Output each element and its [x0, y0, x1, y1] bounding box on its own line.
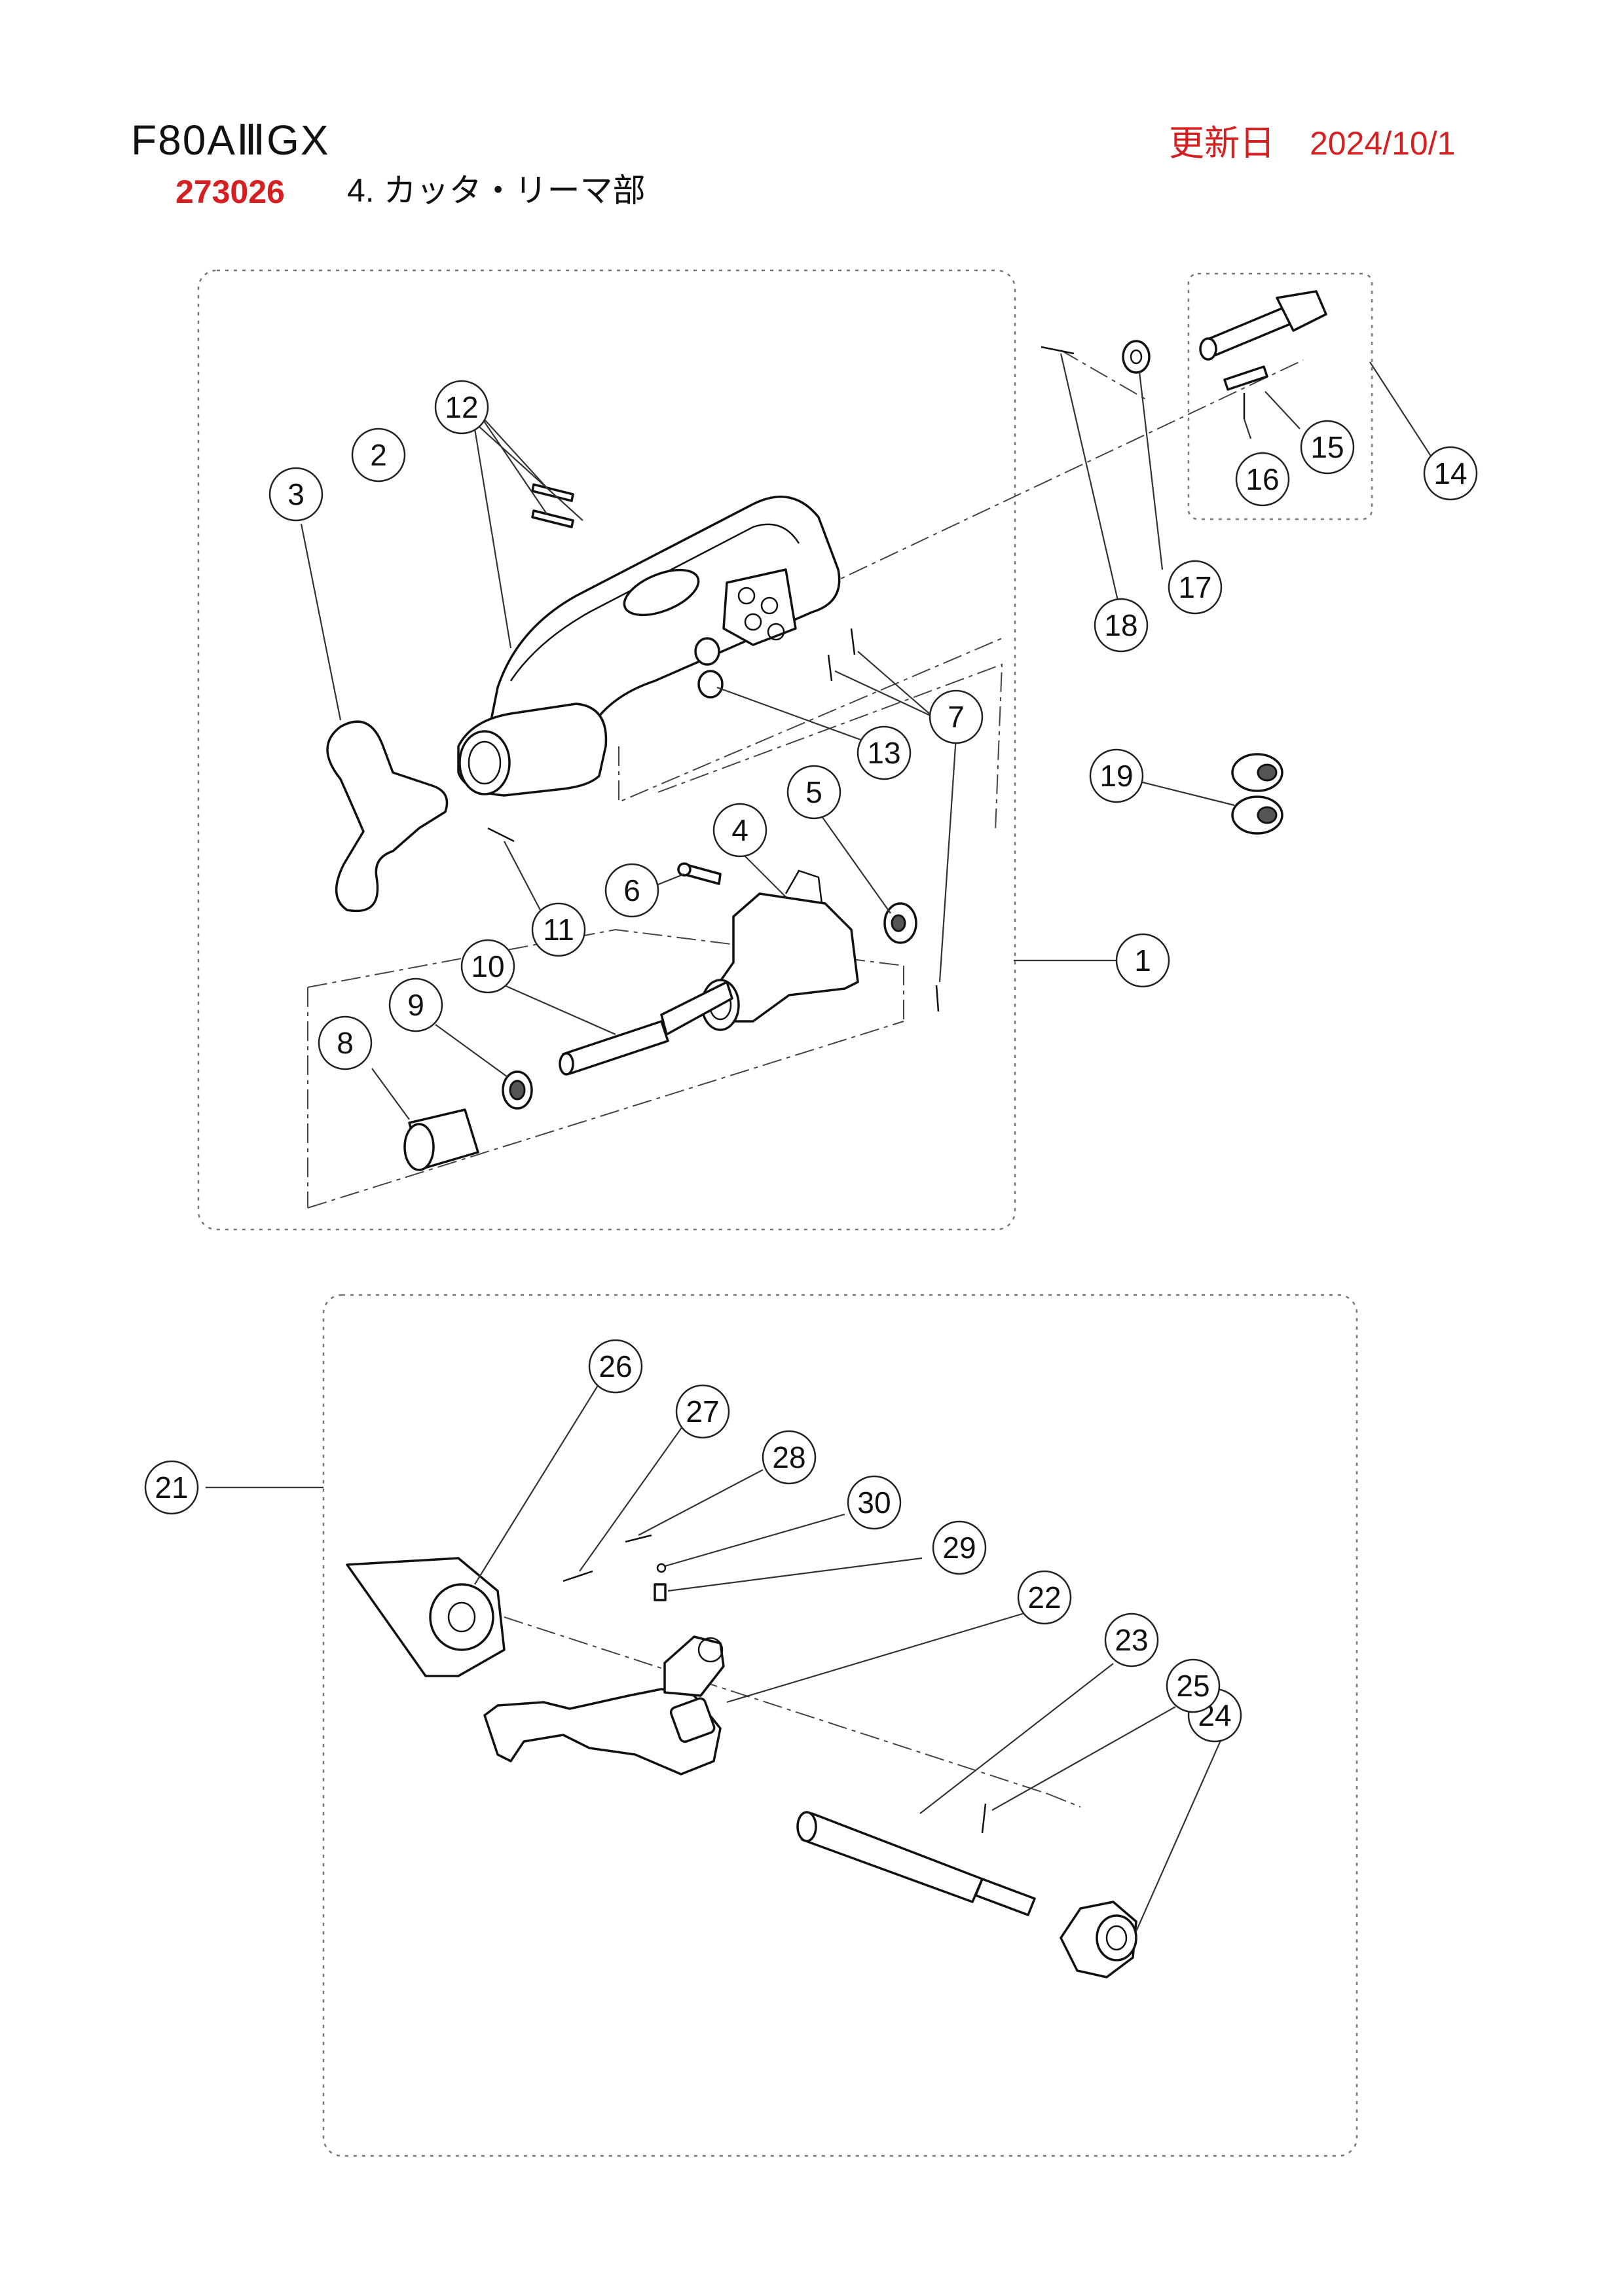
callout-14: 14 [1423, 446, 1478, 501]
callout-11: 11 [531, 902, 586, 957]
svg-text:26: 26 [599, 1349, 632, 1383]
svg-text:14: 14 [1433, 456, 1467, 490]
reamer-small-parts [563, 1534, 667, 1601]
svg-text:30: 30 [857, 1485, 891, 1520]
knob-part [1060, 1901, 1137, 1978]
shaft-pin-part [1041, 346, 1075, 355]
callout-2: 2 [351, 428, 406, 483]
callout-22: 22 [1017, 1570, 1072, 1625]
part-number: 273026 [175, 173, 285, 210]
callout-26: 26 [588, 1339, 643, 1394]
washer-part [1122, 340, 1151, 374]
svg-text:12: 12 [445, 390, 478, 424]
callout-17: 17 [1168, 560, 1223, 615]
callout-29: 29 [932, 1520, 987, 1575]
callout-3: 3 [268, 467, 323, 522]
svg-text:18: 18 [1104, 608, 1137, 642]
reamer-pin-part [981, 1803, 987, 1834]
svg-text:2: 2 [370, 438, 387, 472]
reamer-shaft-part [796, 1811, 1036, 1916]
callout-12: 12 [434, 380, 489, 435]
callout-15: 15 [1300, 420, 1355, 475]
callout-25: 25 [1166, 1658, 1221, 1713]
phantom-lines [307, 350, 1304, 1808]
callout-10: 10 [460, 939, 515, 994]
callout-16: 16 [1235, 452, 1290, 507]
reamer-cone-part [346, 1557, 506, 1677]
callout-4: 4 [712, 803, 767, 858]
callout-30: 30 [847, 1475, 902, 1530]
callout-28: 28 [762, 1430, 817, 1485]
svg-text:9: 9 [407, 988, 424, 1022]
svg-text:29: 29 [942, 1531, 976, 1565]
svg-text:4: 4 [731, 813, 748, 847]
callout-27: 27 [675, 1384, 730, 1439]
callout-23: 23 [1104, 1613, 1159, 1667]
callout-7: 7 [929, 689, 984, 744]
svg-text:6: 6 [623, 873, 640, 907]
svg-text:28: 28 [772, 1440, 805, 1474]
svg-text:17: 17 [1178, 570, 1211, 604]
svg-text:15: 15 [1310, 430, 1344, 464]
svg-text:10: 10 [471, 949, 504, 983]
updated-date: 2024/10/1 [1310, 125, 1456, 162]
callout-18: 18 [1094, 598, 1149, 653]
updated-label: 更新日 [1169, 124, 1275, 163]
svg-text:23: 23 [1115, 1623, 1148, 1657]
pin-part [677, 862, 722, 885]
sleeve-part [403, 1108, 479, 1171]
svg-text:11: 11 [543, 913, 574, 947]
callout-21: 21 [144, 1460, 199, 1515]
svg-text:19: 19 [1099, 759, 1133, 793]
callout-1: 1 [1115, 933, 1170, 988]
svg-text:1: 1 [1134, 943, 1151, 977]
nut-part [502, 1070, 533, 1110]
svg-text:21: 21 [155, 1470, 188, 1504]
svg-text:3: 3 [287, 477, 304, 511]
shaft-set-part [1199, 290, 1327, 419]
callout-19: 19 [1089, 748, 1144, 803]
callout-13: 13 [857, 725, 912, 780]
frame-body-part [457, 496, 841, 797]
svg-text:8: 8 [337, 1026, 354, 1060]
cutter-wheel-part [883, 902, 917, 944]
cutter-assembly-frame [197, 269, 1016, 1231]
svg-text:27: 27 [686, 1394, 719, 1429]
handle-part [326, 720, 449, 913]
reamer-assembly-frame [322, 1294, 1358, 2157]
callout-9: 9 [388, 977, 443, 1032]
svg-text:25: 25 [1176, 1669, 1209, 1703]
reamer-arm-part [483, 1635, 725, 1776]
svg-text:16: 16 [1246, 462, 1279, 496]
leader-lines [206, 353, 1432, 1932]
feed-screw-part [559, 981, 733, 1076]
callout-6: 6 [604, 863, 659, 918]
model-name: F80AⅢGX [131, 117, 330, 164]
svg-text:7: 7 [948, 700, 965, 734]
handle-pin-part [487, 827, 515, 843]
svg-text:22: 22 [1027, 1580, 1061, 1614]
callout-8: 8 [318, 1015, 373, 1070]
shaft-assembly-frame [1187, 272, 1373, 520]
svg-text:13: 13 [867, 736, 900, 770]
cutter-holder-part [701, 869, 859, 1031]
small-pins-part [827, 628, 940, 1012]
callout-5: 5 [786, 765, 841, 820]
svg-text:5: 5 [805, 775, 822, 809]
section-title: 4. カッタ・リーマ部 [347, 172, 646, 209]
rollers-part [1231, 753, 1283, 835]
bushings-part [694, 637, 724, 699]
